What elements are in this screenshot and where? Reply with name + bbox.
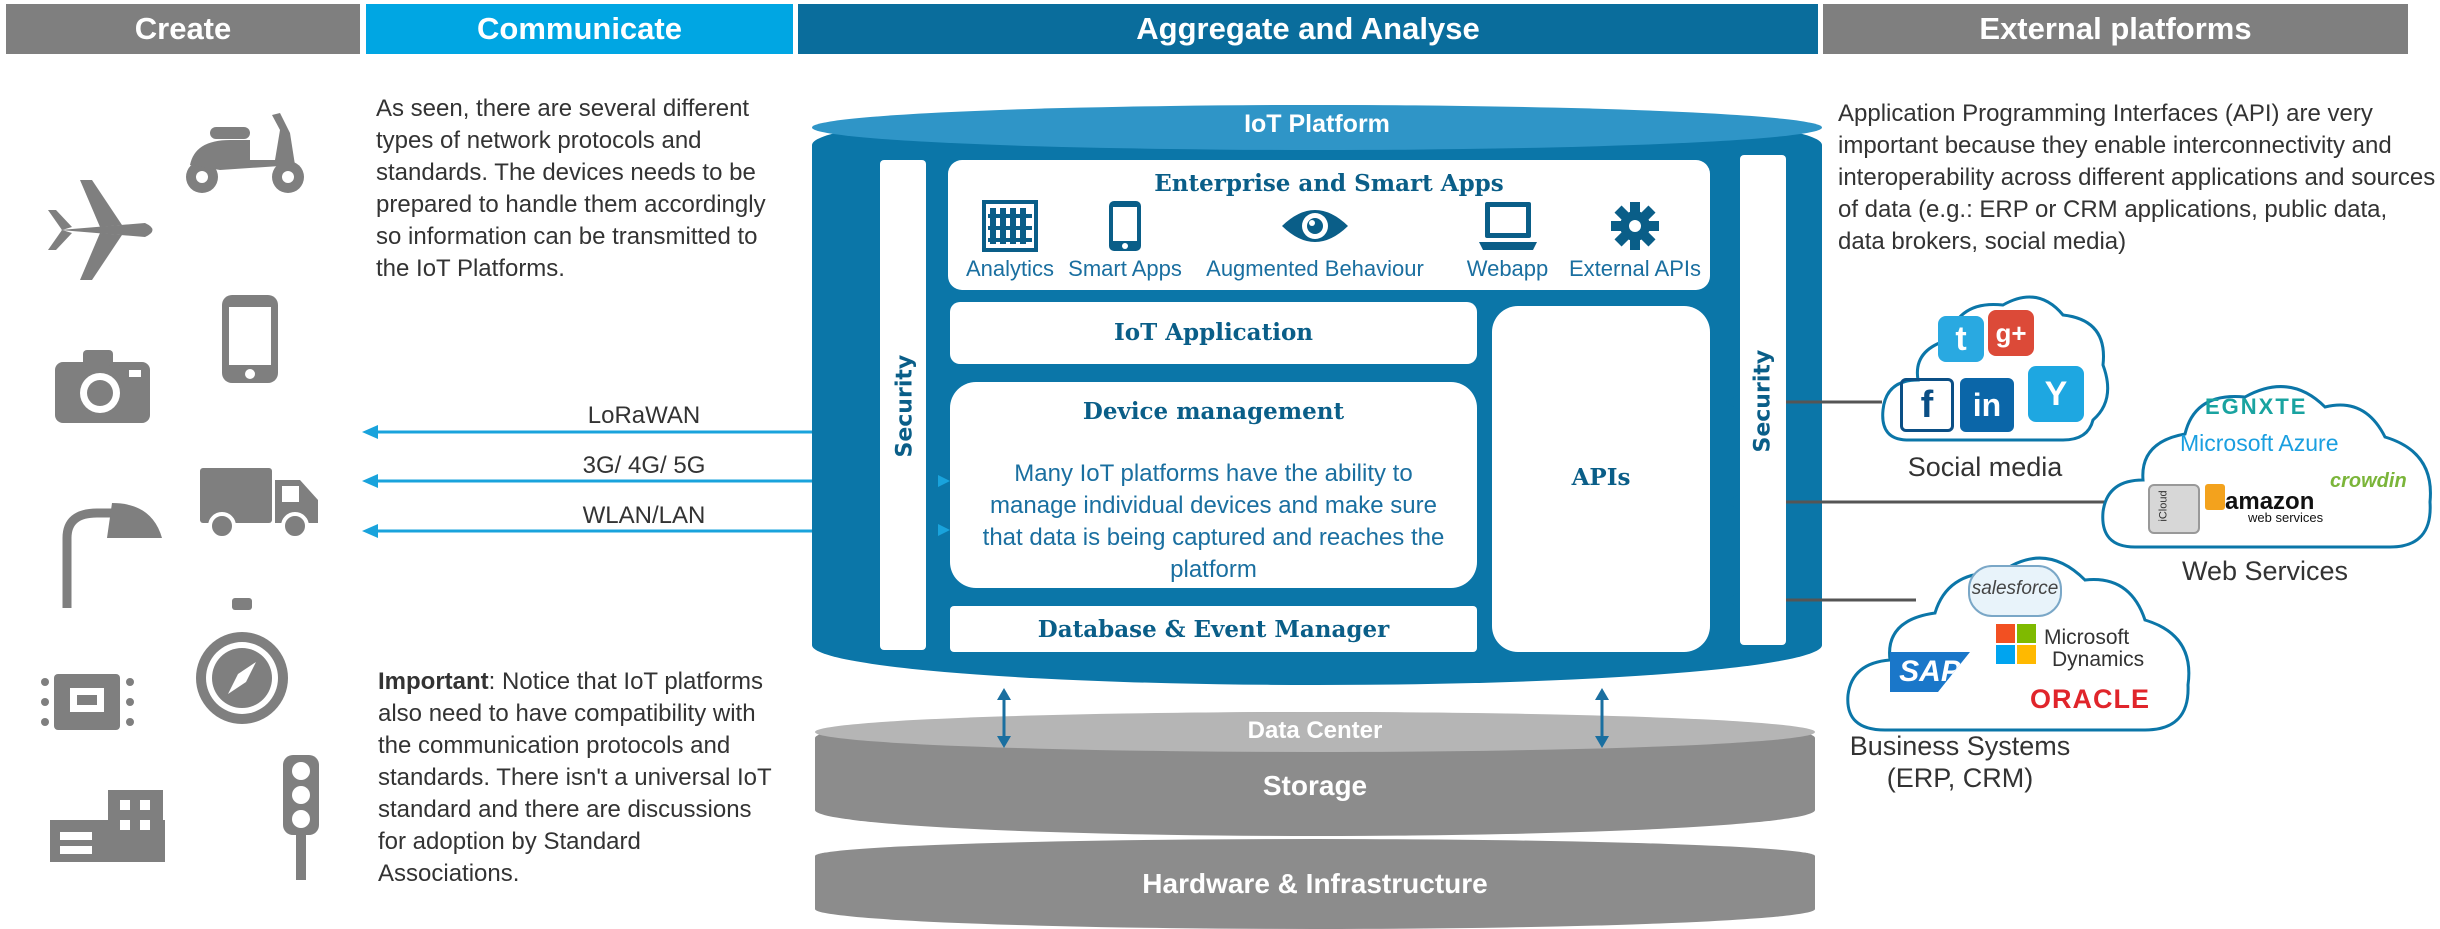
important-note: Important: Notice that IoT platforms als… xyxy=(378,666,778,890)
chip-icon xyxy=(41,674,134,730)
app-external-apis-label: External APIs xyxy=(1568,256,1702,281)
scooter-icon xyxy=(186,113,304,193)
business-systems-line1: Business Systems xyxy=(1849,731,2071,761)
header-create-label: Create xyxy=(134,11,232,46)
security-arrows-right xyxy=(1726,395,1738,607)
app-smart-apps: Smart Apps xyxy=(1060,200,1190,282)
eye-icon xyxy=(1282,210,1348,242)
header-create: Create xyxy=(6,4,360,54)
hardware-label: Hardware & Infrastructure xyxy=(1142,868,1488,899)
external-description: Application Programming Interfaces (API)… xyxy=(1838,100,2436,255)
database-panel: Database & Event Manager xyxy=(950,606,1477,652)
communicate-description: As seen, there are several different typ… xyxy=(376,95,766,282)
compass-icon xyxy=(196,598,288,724)
aws-cubes-icon xyxy=(2205,484,2225,510)
apis-panel: APIs xyxy=(1492,306,1710,652)
truck-icon xyxy=(200,468,318,540)
iot-application-label: IoT Application xyxy=(1113,319,1314,346)
twitter-logo: t xyxy=(1938,316,1984,362)
google-plus-logo: g+ xyxy=(1988,310,2034,356)
header-external: External platforms xyxy=(1823,4,2408,54)
business-systems-line2: (ERP, CRM) xyxy=(1886,763,2034,793)
traffic-light-icon xyxy=(283,755,319,880)
app-smart-apps-label: Smart Apps xyxy=(1068,256,1182,281)
protocol-lorawan: LoRaWAN xyxy=(587,402,701,429)
security-arrows-left xyxy=(938,475,950,536)
header-aggregate: Aggregate and Analyse xyxy=(798,4,1818,54)
app-webapp: Webapp xyxy=(1455,200,1560,282)
salesforce-logo: salesforce xyxy=(1968,565,2062,617)
header-aggregate-label: Aggregate and Analyse xyxy=(1136,11,1480,46)
device-management-title: Device management xyxy=(1082,398,1345,425)
storage-label: Storage xyxy=(1262,770,1368,801)
data-center-top-ellipse xyxy=(815,712,1815,752)
microsoft-label: Microsoft xyxy=(2044,626,2130,649)
database-label: Database & Event Manager xyxy=(1037,616,1390,643)
iot-application-panel: IoT Application xyxy=(950,302,1477,364)
smartphone-icon xyxy=(222,295,278,383)
oracle-logo: ORACLE xyxy=(2030,684,2150,714)
gear-icon xyxy=(1611,202,1659,250)
important-label: Important xyxy=(378,668,489,695)
header-external-label: External platforms xyxy=(1979,11,2252,46)
app-analytics-label: Analytics xyxy=(965,256,1055,281)
app-augmented-behaviour: Augmented Behaviour xyxy=(1195,200,1435,282)
laptop-icon xyxy=(1478,202,1537,250)
egnyte-logo: EGNXTE xyxy=(2205,394,2308,419)
device-management-panel: Device management Many IoT platforms hav… xyxy=(950,382,1477,588)
important-text: : Notice that IoT platforms also need to… xyxy=(378,668,772,887)
security-left xyxy=(880,160,926,650)
device-management-text: Many IoT platforms have the ability to m… xyxy=(982,460,1445,583)
airplane-icon xyxy=(48,180,153,280)
linkedin-logo: in xyxy=(1960,378,2014,432)
camera-icon xyxy=(55,350,150,423)
abacus-icon xyxy=(982,200,1038,252)
app-augmented-behaviour-label: Augmented Behaviour xyxy=(1206,256,1424,281)
hardware-cylinder xyxy=(815,836,1815,929)
security-right xyxy=(1740,155,1786,645)
header-communicate-label: Communicate xyxy=(477,11,682,46)
aws-subtitle: web services xyxy=(2248,510,2324,525)
dynamics-label: Dynamics xyxy=(2052,648,2145,671)
azure-logo: Microsoft Azure xyxy=(2180,430,2339,456)
web-services-label: Web Services xyxy=(2181,556,2349,586)
header-communicate: Communicate xyxy=(366,4,793,54)
data-center-title: Data Center xyxy=(1247,717,1383,744)
app-analytics: Analytics xyxy=(955,200,1065,282)
protocol-wlan: WLAN/LAN xyxy=(582,502,706,529)
protocol-cellular: 3G/ 4G/ 5G xyxy=(582,452,706,479)
icloud-logo: iCloud xyxy=(2148,484,2200,534)
security-right-label: Security xyxy=(1750,349,1776,453)
datacenter-link-arrows xyxy=(997,688,1609,748)
crowdin-logo: crowdin xyxy=(2330,470,2407,492)
microsoft-logo-squares xyxy=(1996,624,2036,664)
smartphone-icon xyxy=(1109,201,1141,251)
icloud-label: iCloud xyxy=(2157,490,2170,522)
enterprise-apps-title: Enterprise and Smart Apps xyxy=(1154,170,1504,197)
security-left-label: Security xyxy=(892,354,918,458)
apis-label: APIs xyxy=(1571,464,1631,491)
iot-platform-title: IoT Platform xyxy=(1244,110,1390,138)
facebook-logo: f xyxy=(1900,378,1954,432)
app-webapp-label: Webapp xyxy=(1466,256,1549,281)
factory-icon xyxy=(50,790,165,862)
amazon-logo: amazon xyxy=(2225,488,2315,515)
salesforce-label: salesforce xyxy=(1971,578,2059,599)
app-external-apis: External APIs xyxy=(1560,200,1710,282)
iot-platform-top-ellipse xyxy=(812,105,1822,150)
social-media-label: Social media xyxy=(1907,452,2063,482)
business-systems-label: Business Systems (ERP, CRM) xyxy=(1830,730,2090,794)
external-connectors xyxy=(1786,400,2106,602)
street-lamp-icon xyxy=(62,503,162,608)
yammer-logo: Y xyxy=(2028,366,2084,422)
